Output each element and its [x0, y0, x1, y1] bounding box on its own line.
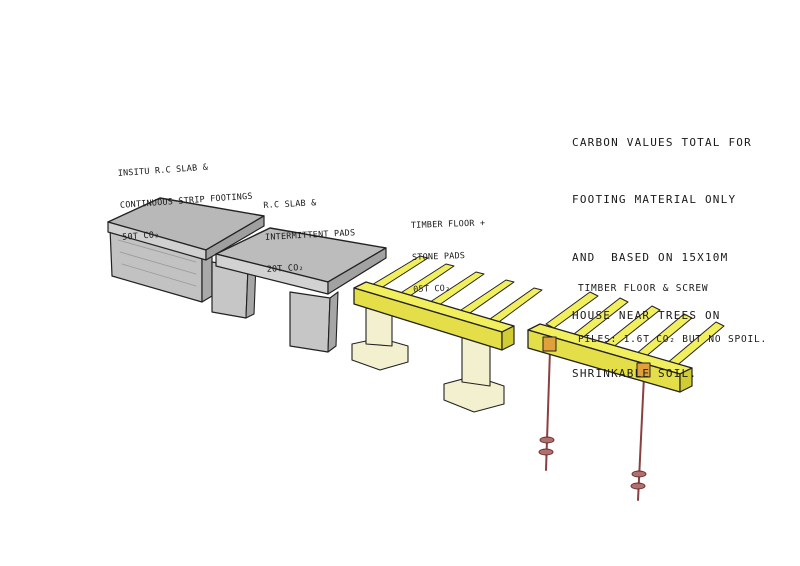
pile-bracket-2 [636, 362, 651, 378]
label-insitu-co2: 50t CO₂ [121, 230, 160, 243]
timber-floor-stone-pads [351, 255, 543, 413]
screw-pile-2 [637, 375, 645, 501]
label-screw-line2: PILES: 1.6t CO₂ BUT NO SPOIL. [578, 334, 768, 346]
label-screw-line1: TIMBER FLOOR & SCREW [578, 283, 709, 295]
strip-shading [117, 239, 197, 287]
label-insitu-line2: CONTINUOUS STRIP FOOTINGS [119, 191, 254, 211]
label-insitu-rc-slab: INSITU R.C SLAB & CONTINUOUS STRIP FOOTI… [116, 139, 257, 265]
label-stone-line2: STONE PADS [411, 251, 466, 264]
timber-floor-screw-piles [527, 291, 725, 501]
rc-slab-pads [211, 227, 387, 353]
label-pads-co2: 20t CO₂ [266, 262, 305, 275]
screw-bearer-end [679, 367, 693, 393]
pile-bracket-1 [542, 336, 557, 352]
pad-right-side [327, 291, 339, 353]
note-line1: CARBON VALUES TOTAL FOR [572, 135, 752, 149]
slab-right-edge [205, 215, 265, 261]
label-timber-screw-piles: TIMBER FLOOR & SCREW PILES: 1.6t CO₂ BUT… [578, 246, 767, 383]
label-pads-line1: R.C SLAB & [263, 198, 317, 212]
timber-bearer-end [501, 325, 515, 351]
label-stone-line1: TIMBER FLOOR + [410, 218, 486, 232]
carbon-note: CARBON VALUES TOTAL FOR FOOTING MATERIAL… [572, 94, 752, 421]
label-timber-stone-pads: TIMBER FLOOR + STONE PADS 05t CO₂ [410, 197, 488, 316]
label-pads-line2: INTERMITTENT PADS [264, 228, 356, 244]
label-stone-co2: 05t CO₂ [412, 283, 451, 295]
note-line3: AND BASED ON 15x10m [572, 251, 729, 264]
label-rc-slab-pads: R.C SLAB & INTERMITTENT PADS 20t CO₂ [262, 175, 358, 296]
pad-right [289, 291, 331, 353]
rc-slab-strip-footing [107, 197, 265, 303]
note-line4: HOUSE NEAR TREES ON [572, 308, 721, 322]
label-insitu-line1: INSITU R.C SLAB & [117, 162, 209, 180]
note-line2: FOOTING MATERIAL ONLY [572, 193, 737, 207]
note-line5: SHRINKABLE SOIL. [572, 366, 698, 380]
slab2-side [327, 247, 387, 295]
